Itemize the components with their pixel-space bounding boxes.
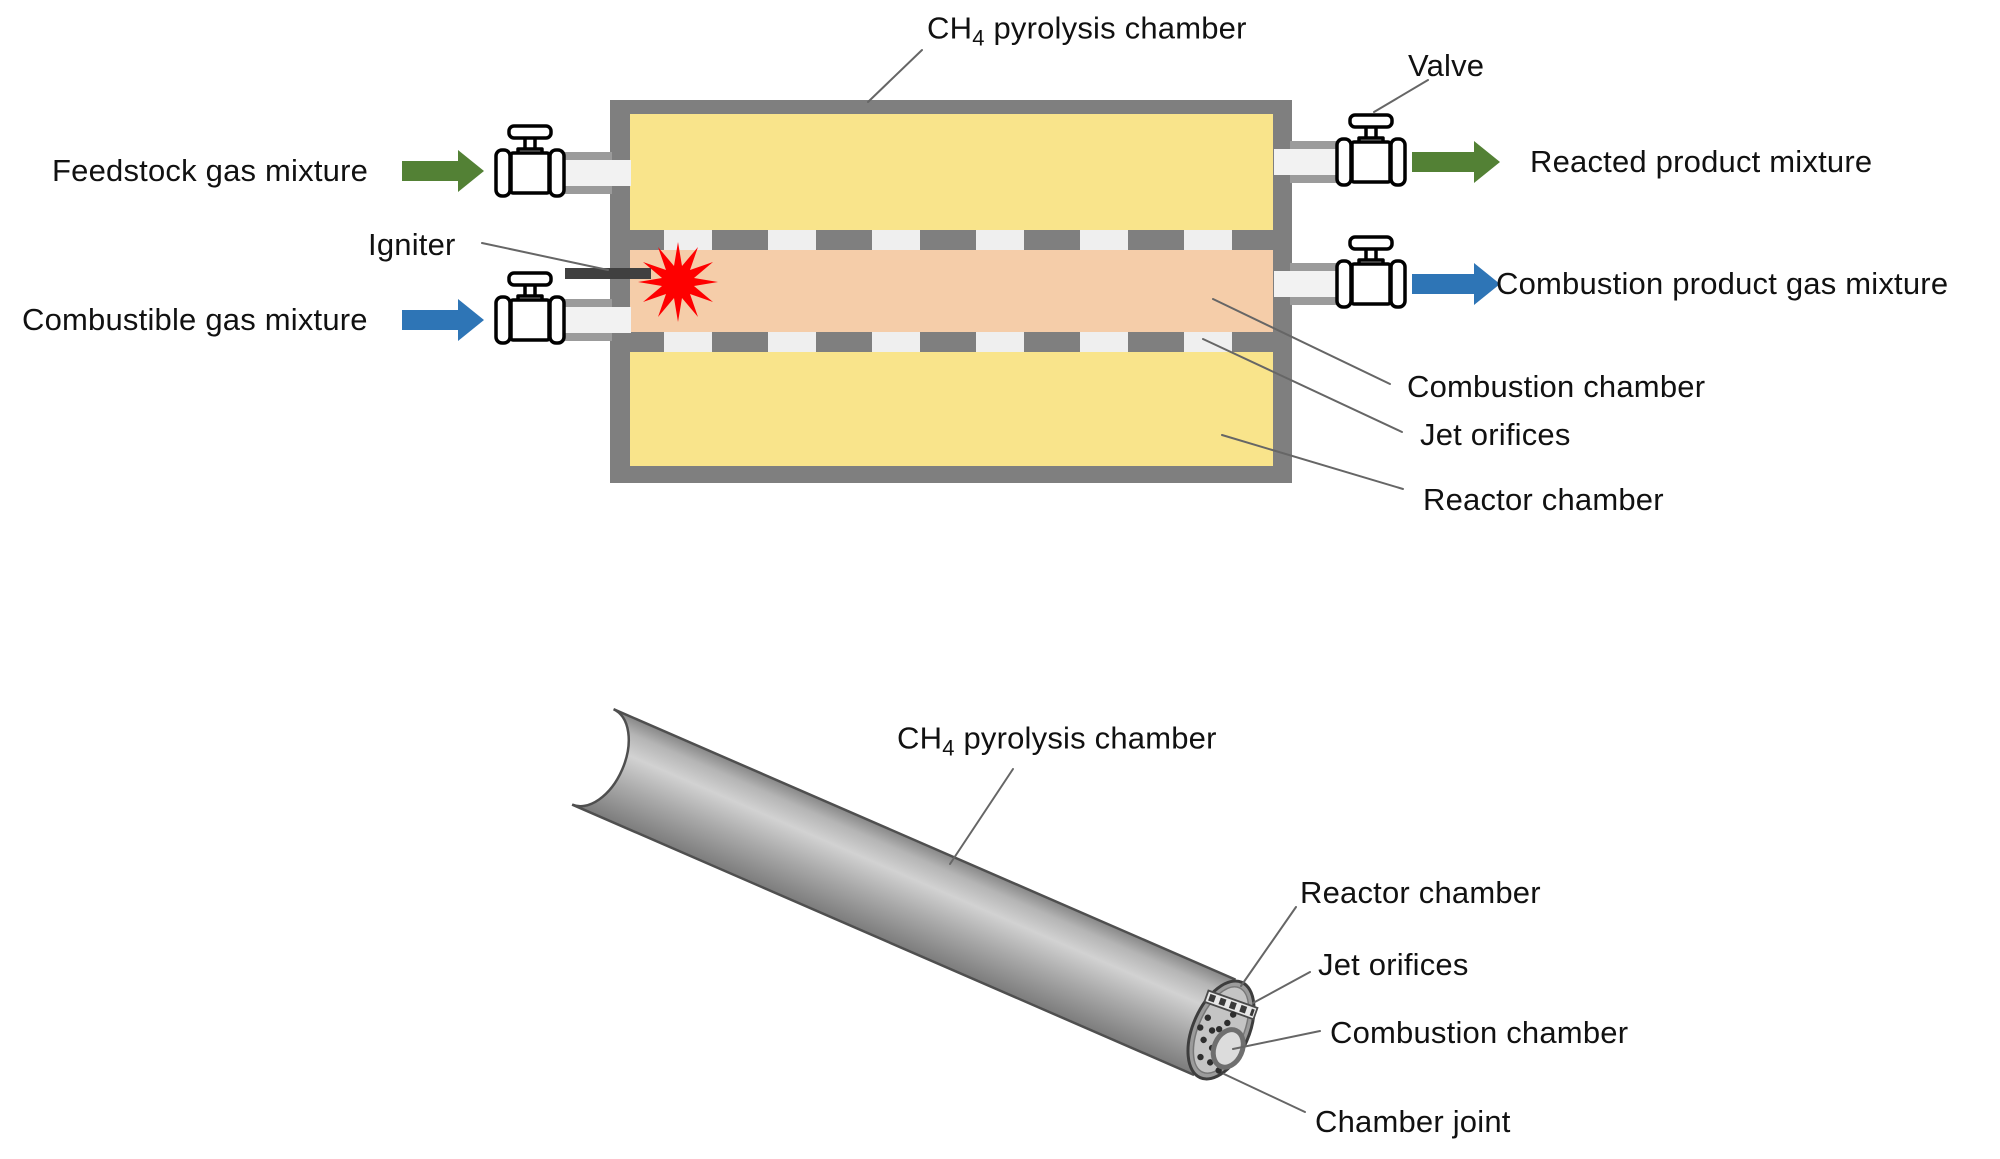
reactor-chamber-upper-region [630, 114, 1273, 230]
reactor-chamber-lower-region [630, 352, 1273, 466]
combustible-valve-icon [494, 271, 566, 345]
label-feedstock-gas-mixture: Feedstock gas mixture [52, 153, 369, 188]
leader-chamber-joint [1223, 1073, 1306, 1113]
reacted-product-outlet-pipe [1274, 141, 1340, 183]
igniter-rod [565, 268, 651, 279]
label-igniter: Igniter [368, 227, 456, 262]
feedstock-inlet-pipe [563, 152, 631, 194]
title-subscript: 4 [972, 25, 985, 51]
label-reactor-chamber-top: Reactor chamber [1423, 482, 1664, 517]
feedstock-valve-icon [494, 124, 566, 198]
title-prefix: CH [927, 10, 973, 46]
tube-body [571, 708, 1237, 1077]
label-combustion-product-gas-mixture: Combustion product gas mixture [1496, 266, 1949, 301]
combustion-chamber-region [630, 250, 1273, 332]
label-pyrolysis-chamber-top: CH4 pyrolysis chamber [927, 11, 1247, 52]
label-valve: Valve [1408, 48, 1485, 83]
reacted-product-flow-arrow-icon [1412, 141, 1500, 183]
combustible-flow-arrow-icon [402, 299, 484, 341]
title-suffix: pyrolysis chamber [984, 10, 1247, 46]
label-jet-orifices-bottom: Jet orifices [1318, 947, 1469, 982]
label-combustion-chamber-bottom: Combustion chamber [1330, 1015, 1629, 1050]
title-suffix: pyrolysis chamber [954, 720, 1217, 756]
leader-lines-top [481, 49, 1429, 490]
leader-reactor-chamber [1221, 434, 1404, 490]
leader-pyrolysis-chamber-bottom [949, 768, 1014, 865]
leader-jet-orifices [1202, 338, 1403, 433]
label-pyrolysis-chamber-bottom: CH4 pyrolysis chamber [897, 721, 1217, 762]
combustion-chamber-tube-face [1210, 1027, 1246, 1070]
leader-combustion-chamber [1212, 298, 1391, 385]
leader-igniter [481, 242, 609, 271]
ignition-spark-icon [638, 242, 718, 322]
leader-pyrolysis-chamber-top [867, 49, 923, 103]
title-prefix: CH [897, 720, 943, 756]
label-combustion-chamber-top: Combustion chamber [1407, 369, 1706, 404]
leader-lines-bottom [949, 768, 1321, 1113]
label-chamber-joint: Chamber joint [1315, 1104, 1511, 1139]
combustion-product-valve-icon [1335, 235, 1407, 309]
feedstock-flow-arrow-icon [402, 150, 484, 192]
label-combustible-gas-mixture: Combustible gas mixture [22, 302, 368, 337]
leader-valve [1373, 79, 1429, 113]
leader-combustion-chamber-bottom [1232, 1030, 1321, 1050]
label-reactor-chamber-bottom: Reactor chamber [1300, 875, 1541, 910]
reacted-product-valve-icon [1335, 113, 1407, 187]
label-reacted-product-mixture: Reacted product mixture [1530, 144, 1873, 179]
combustion-product-outlet-pipe [1274, 263, 1340, 305]
combustible-inlet-pipe [563, 299, 631, 341]
reactor-chamber-slot [1203, 989, 1259, 1021]
pyrolysis-tube-3d [571, 708, 1259, 1081]
leader-reactor-chamber-bottom [1240, 906, 1297, 987]
leader-jet-orifices-bottom [1252, 971, 1311, 1004]
combustion-product-flow-arrow-icon [1412, 263, 1500, 305]
label-jet-orifices-top: Jet orifices [1420, 417, 1571, 452]
title-subscript: 4 [942, 735, 955, 761]
